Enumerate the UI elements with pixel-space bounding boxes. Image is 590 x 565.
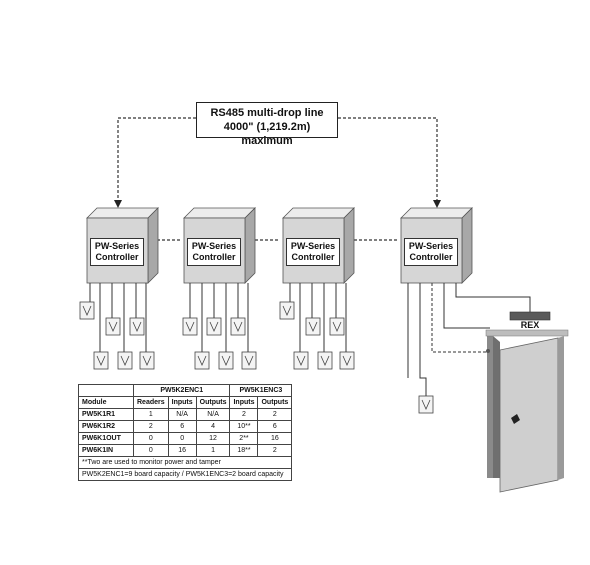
table-cell: 0 [167,432,197,445]
table-cell: N/A [195,408,231,421]
table-cell: 1 [195,444,231,457]
controller-label-3: PW-Series Controller [286,238,340,266]
rex-label: REX [520,320,540,330]
table-row: PW5K1R1 1 N/A N/A 2 2 [78,408,293,421]
table-row: PW6K1IN 0 16 1 18** 2 [78,444,293,457]
table-note: **Two are used to monitor power and tamp… [77,456,293,469]
controller-label-line2: Controller [291,252,335,262]
reader-icon [129,317,145,336]
column-header: Outputs [257,396,293,409]
rs485-title-line2: 4000" (1,219.2m) maximum [223,121,311,147]
table-note: PW5K2ENC1=9 board capacity / PW5K1ENC3=2… [77,468,293,481]
group-header-enc1: PW5K2ENC1 [132,384,231,397]
table-cell: 2** [229,432,259,445]
table-note-row: PW5K2ENC1=9 board capacity / PW5K1ENC3=2… [77,468,293,481]
rs485-title-line1: RS485 multi-drop line [210,107,324,119]
bus-arrow-left [114,200,122,208]
table-cell: 12 [195,432,231,445]
table-note-row: **Two are used to monitor power and tamp… [77,456,293,469]
bus-line-left [117,117,196,204]
controller-label-1: PW-Series Controller [90,238,144,266]
controller-label-line1: PW-Series [408,241,454,251]
reader-icon [305,317,321,336]
table-cell: PW5K1R1 [78,408,134,421]
table-cell: 1 [133,408,169,421]
table-cell: PW6K1IN [78,444,134,457]
controller-label-line1: PW-Series [290,241,336,251]
reader-icon [194,351,210,370]
reader-icon [105,317,121,336]
reader-group-1 [89,283,147,352]
reader-icon [293,351,309,370]
reader-icon [329,317,345,336]
table-cell: 6 [257,420,293,433]
bus-line-right [338,117,438,204]
reader-icon [182,317,198,336]
controller-label-line2: Controller [192,252,236,262]
column-header: Readers [133,396,169,409]
controller-label-line1: PW-Series [94,241,140,251]
capacity-table: PW5K2ENC1 PW5K1ENC3 Module Readers Input… [77,384,293,481]
reader-icon [206,317,222,336]
reader-icon [317,351,333,370]
column-header: Inputs [229,396,259,409]
controller-label-line2: Controller [95,252,139,262]
table-cell: 6 [167,420,197,433]
rs485-title-box: RS485 multi-drop line 4000" (1,219.2m) m… [196,102,338,147]
controller-label-line1: PW-Series [191,241,237,251]
table-cell: PW6K1R2 [78,420,134,433]
reader-icon [218,351,234,370]
controller-label-line2: Controller [409,252,453,262]
group-header-enc3: PW5K1ENC3 [229,384,293,397]
table-cell: 4 [195,420,231,433]
rex-device [509,311,551,321]
table-cell: 2 [257,444,293,457]
reader-icon [230,317,246,336]
door-wiring [407,283,531,396]
door-reader-icon [418,395,434,414]
table-cell: 2 [229,408,259,421]
table-cell: 10** [229,420,259,433]
table-cell: 16 [257,432,293,445]
column-header: Module [78,396,134,409]
reader-icon [241,351,257,370]
reader-icon [139,351,155,370]
reader-icons [79,301,355,370]
reader-icon [339,351,355,370]
table-row: PW6K1R2 2 6 4 10** 6 [78,420,293,433]
table-column-header-row: Module Readers Inputs Outputs Inputs Out… [78,396,293,409]
controller-label-4: PW-Series Controller [404,238,458,266]
controller-label-2: PW-Series Controller [187,238,241,266]
reader-icon [79,301,95,320]
table-cell: PW6K1OUT [78,432,134,445]
table-cell: 2 [257,408,293,421]
table-cell: N/A [167,408,197,421]
column-header: Inputs [167,396,197,409]
table-cell: 2 [133,420,169,433]
reader-icon [279,301,295,320]
table-cell: 18** [229,444,259,457]
table-cell: 0 [133,432,169,445]
table-group-header-row: PW5K2ENC1 PW5K1ENC3 [78,384,293,397]
table-blank-header [78,384,134,397]
table-cell: 16 [167,444,197,457]
reader-group-2 [189,283,249,352]
table-row: PW6K1OUT 0 0 12 2** 16 [78,432,293,445]
bus-arrow-right [433,200,441,208]
reader-group-3 [289,283,347,352]
door [485,329,569,493]
reader-icon [93,351,109,370]
reader-icon [117,351,133,370]
column-header: Outputs [195,396,231,409]
table-cell: 0 [133,444,169,457]
